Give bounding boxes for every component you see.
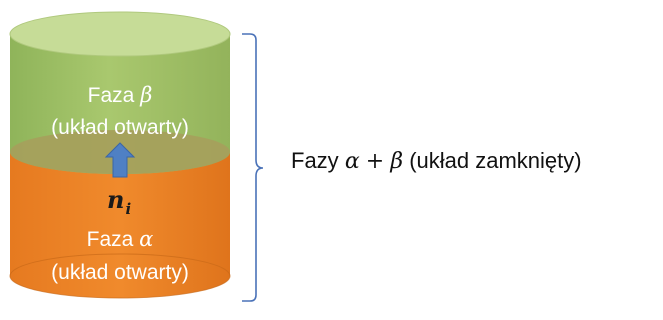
system-plus: + xyxy=(365,149,385,174)
alpha-symbol: α xyxy=(139,227,154,251)
system-beta: β xyxy=(390,149,404,174)
flux-label: ni xyxy=(107,188,131,217)
alpha-phase-subtitle: (układ otwarty) xyxy=(51,261,189,284)
alpha-phase-prefix: Faza xyxy=(86,228,134,251)
alpha-phase-bottom-rim xyxy=(9,253,231,299)
flux-subscript: i xyxy=(125,200,132,218)
system-bracket xyxy=(242,33,264,302)
beta-phase-prefix: Faza xyxy=(87,84,135,107)
flux-arrow xyxy=(104,142,136,178)
flux-symbol: n xyxy=(107,185,125,214)
alpha-phase-title: Faza α xyxy=(0,227,245,251)
system-suffix: (układ zamknięty) xyxy=(409,148,582,173)
beta-symbol: β xyxy=(140,83,153,107)
alpha-phase-body xyxy=(10,152,230,298)
system-label: Fazy α + β (układ zamknięty) xyxy=(291,150,582,173)
system-alpha: α xyxy=(344,149,360,174)
system-prefix: Fazy xyxy=(291,148,339,173)
cylinder-top xyxy=(9,11,231,57)
beta-phase-title: Faza β xyxy=(0,83,245,107)
beta-phase-subtitle: (układ otwarty) xyxy=(51,116,189,139)
